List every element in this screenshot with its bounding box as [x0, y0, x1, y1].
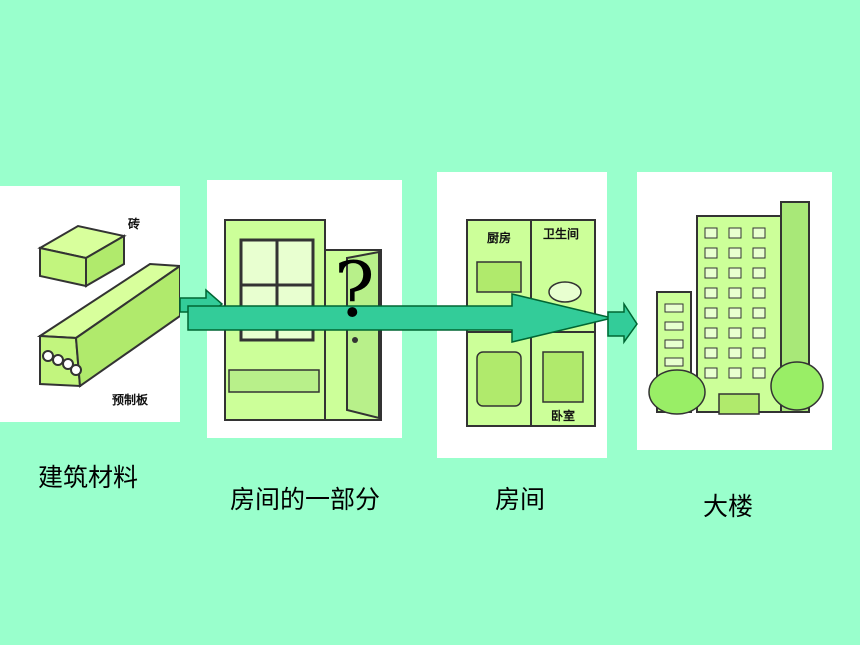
door — [346, 250, 380, 420]
building-window — [728, 367, 742, 379]
slab-hole — [42, 350, 54, 362]
sink — [548, 281, 582, 303]
bed — [476, 351, 522, 407]
building-window — [704, 347, 718, 359]
building-window — [752, 227, 766, 239]
caption-building: 大楼 — [703, 492, 754, 521]
building-window — [664, 339, 684, 349]
tree — [648, 369, 706, 415]
building-window — [704, 267, 718, 279]
arrow-to-building — [607, 301, 638, 345]
slab-hole — [70, 364, 82, 376]
building-window — [664, 321, 684, 331]
materials-illustration: 砖 预制板 — [36, 216, 180, 407]
building-window — [728, 247, 742, 259]
room-illustration: 厨房 卫生间 卧室 — [466, 219, 596, 427]
room-panel: 厨房 卫生间 卧室 — [437, 172, 607, 458]
caption-room-part: 房间的一部分 — [230, 485, 381, 514]
room-part-illustration — [224, 219, 382, 421]
slab-hole — [62, 358, 74, 370]
slab-label: 预制板 — [112, 392, 149, 407]
building-illustration — [648, 201, 824, 415]
building-window — [728, 347, 742, 359]
building-window — [752, 327, 766, 339]
caption-materials: 建筑材料 — [38, 463, 139, 492]
wall-base — [228, 369, 320, 393]
building-window — [728, 307, 742, 319]
building-window — [664, 303, 684, 313]
building-window — [752, 347, 766, 359]
bathroom-label: 卫生间 — [543, 226, 579, 241]
building-window — [728, 267, 742, 279]
building-window — [704, 307, 718, 319]
building-window — [704, 227, 718, 239]
materials-panel: 砖 预制板 — [0, 186, 180, 422]
building-window — [704, 367, 718, 379]
building-window — [752, 307, 766, 319]
caption-room: 房间 — [495, 485, 546, 514]
building-window — [752, 247, 766, 259]
brick-label: 砖 — [128, 216, 140, 231]
slab-hole — [52, 354, 64, 366]
building-window — [664, 357, 684, 367]
building-windows — [664, 227, 766, 385]
building-window — [728, 327, 742, 339]
building-window — [704, 327, 718, 339]
building-window — [752, 367, 766, 379]
building-window — [728, 227, 742, 239]
room-part-panel — [207, 180, 402, 438]
brick-side — [85, 234, 125, 288]
stove — [476, 261, 522, 293]
building-window — [752, 267, 766, 279]
building-window — [752, 287, 766, 299]
building-window — [704, 247, 718, 259]
kitchen-label: 厨房 — [487, 230, 511, 245]
tree — [770, 361, 824, 411]
bedroom-label: 卧室 — [551, 408, 575, 423]
building-panel — [637, 172, 832, 450]
building-window — [728, 287, 742, 299]
building-window — [704, 287, 718, 299]
entrance — [718, 393, 760, 415]
door-knob — [352, 337, 358, 343]
wardrobe — [542, 351, 584, 403]
